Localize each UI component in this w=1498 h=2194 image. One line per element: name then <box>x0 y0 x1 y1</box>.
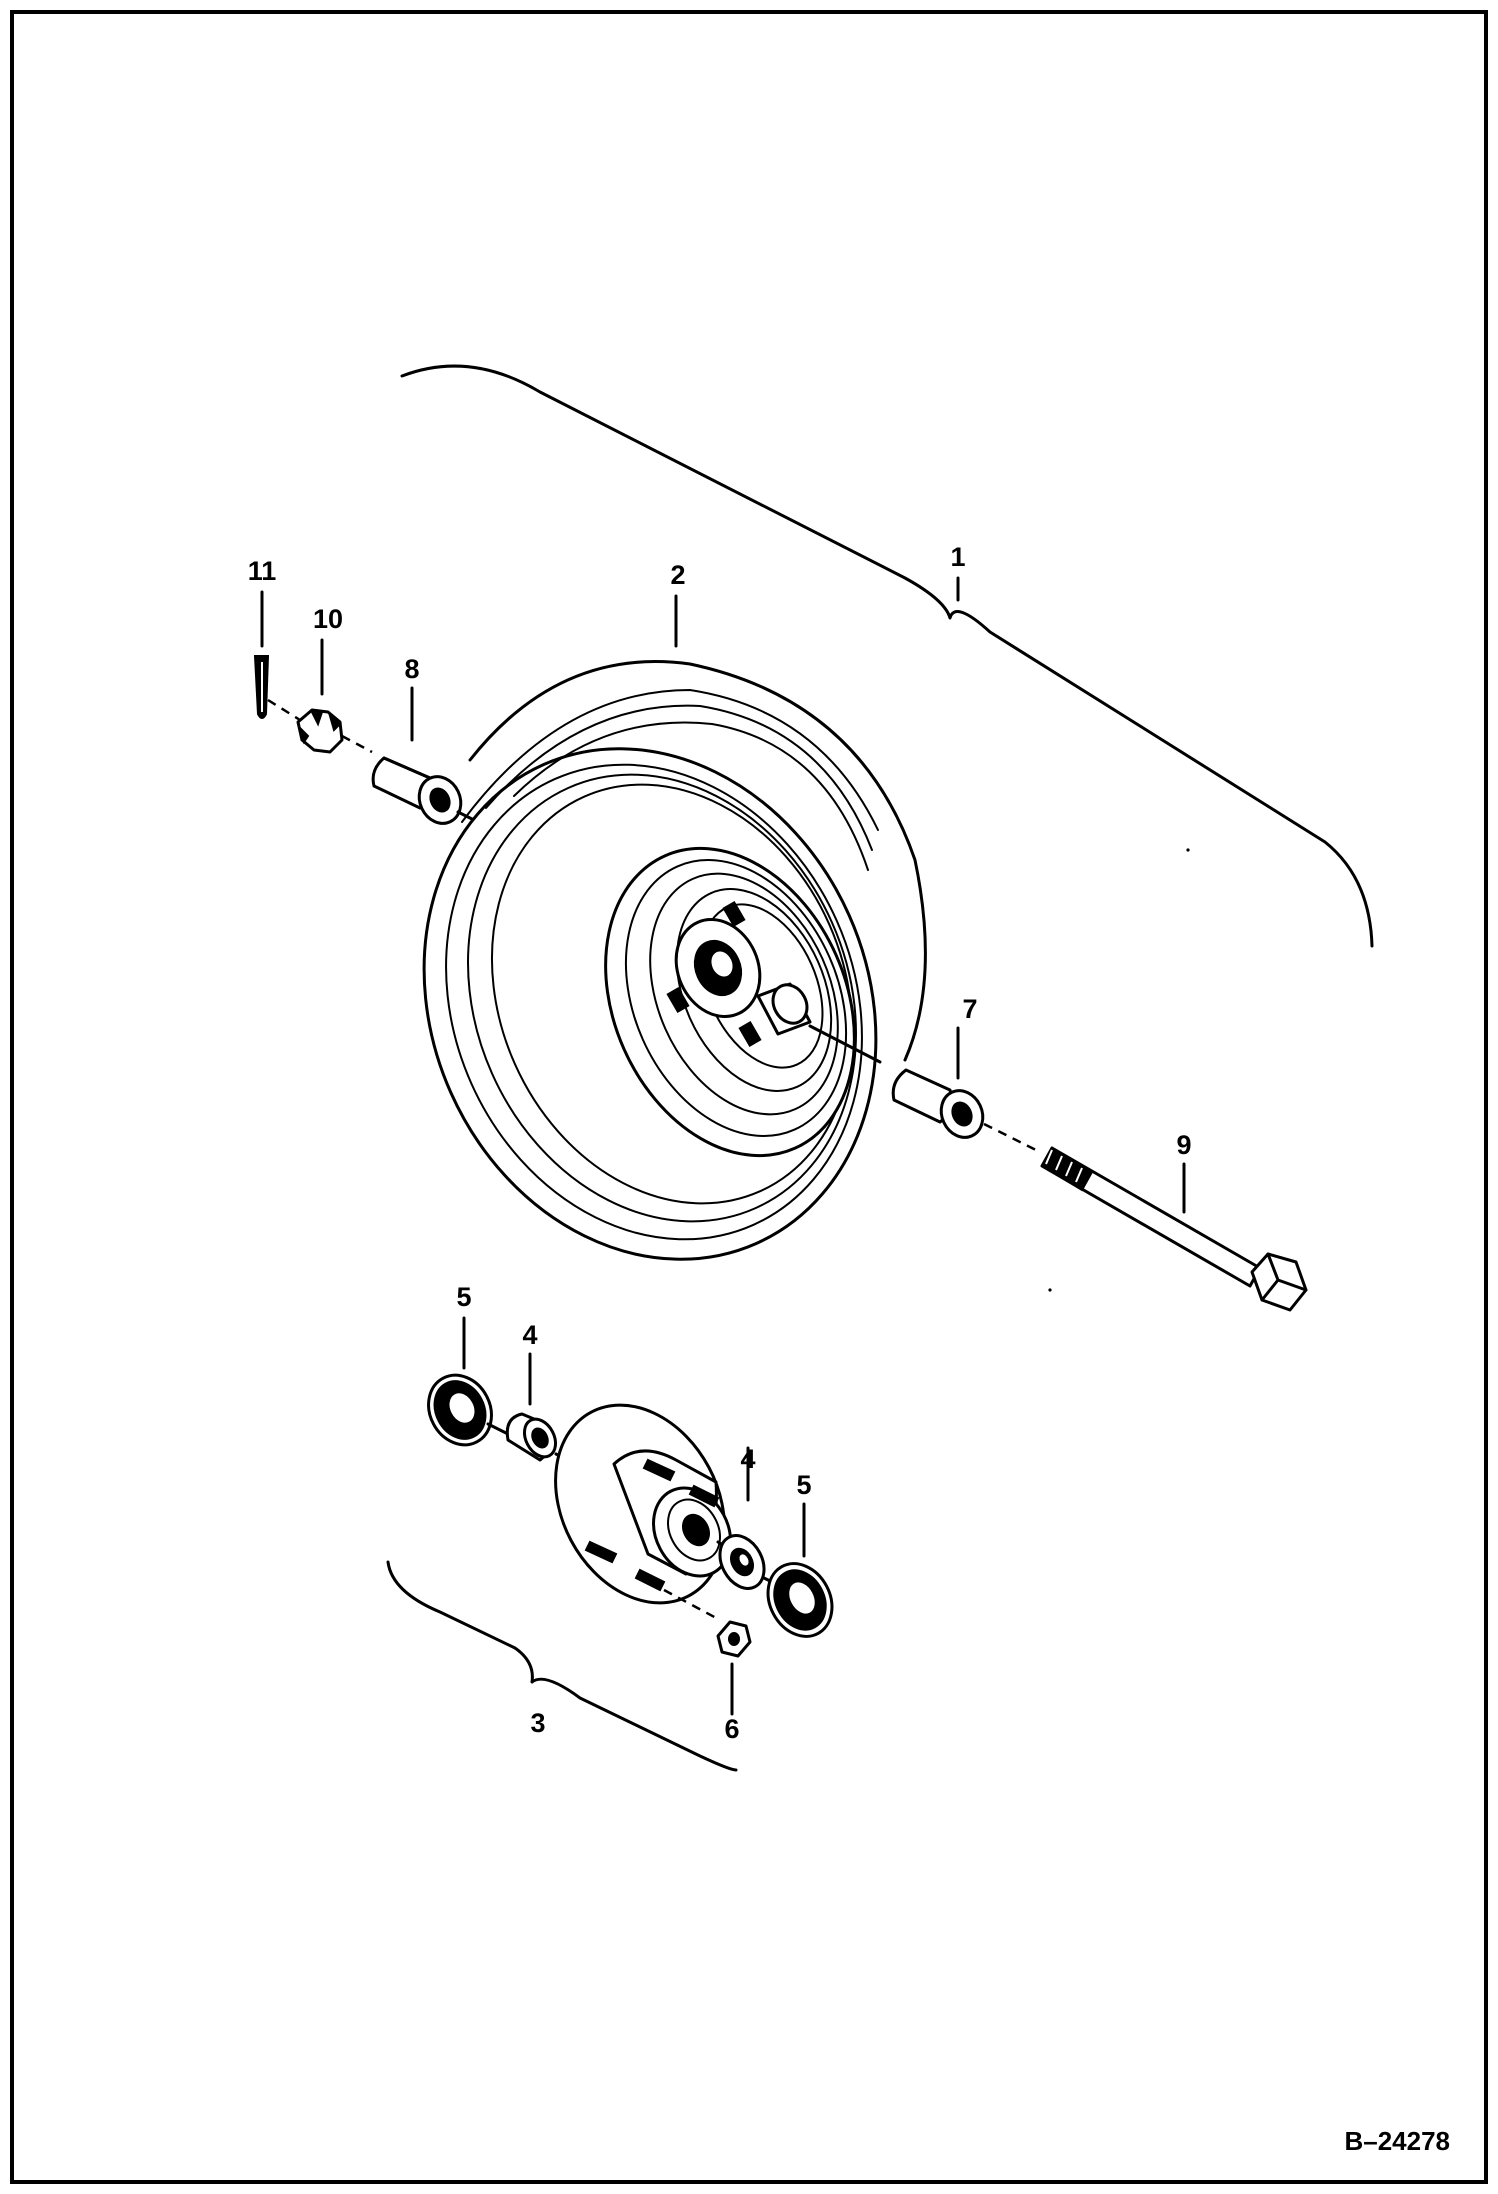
callout-2: 2 <box>670 560 685 590</box>
callout-6: 6 <box>724 1714 739 1744</box>
part-5-seal-left <box>427 1316 510 1447</box>
callout-5-left: 5 <box>456 1282 471 1312</box>
callout-8: 8 <box>404 654 419 684</box>
callout-1: 1 <box>950 542 965 572</box>
part-7-spacer <box>891 1026 1041 1154</box>
callout-11: 11 <box>248 556 277 586</box>
callout-4-right: 4 <box>740 1444 755 1474</box>
part-3-hub <box>554 1403 732 1622</box>
callout-3: 3 <box>530 1708 545 1738</box>
part-4-bearing-left <box>505 1352 586 1470</box>
callout-7: 7 <box>962 994 977 1024</box>
callout-4-left: 4 <box>522 1320 537 1350</box>
brace-item-3 <box>386 1560 738 1772</box>
speck <box>1048 1288 1052 1292</box>
callout-10: 10 <box>313 604 343 634</box>
part-4-bearing-right <box>716 1446 778 1590</box>
part-6-lug-nut <box>716 1620 752 1716</box>
callout-9: 9 <box>1176 1130 1191 1160</box>
callout-5-right: 5 <box>796 1470 811 1500</box>
reference-code: B–24278 <box>1344 2126 1450 2156</box>
part-8-spacer <box>371 686 492 830</box>
part-9-axle-bolt <box>1040 1146 1308 1312</box>
part-11-cotter-pin <box>253 590 301 722</box>
diagram-frame <box>10 10 1488 2184</box>
part-5-seal-right <box>766 1502 834 1638</box>
part-2-wheel-tire <box>422 594 927 1261</box>
brace-item-1 <box>400 364 1374 948</box>
speck <box>1186 848 1190 852</box>
part-10-castle-nut <box>296 638 373 754</box>
